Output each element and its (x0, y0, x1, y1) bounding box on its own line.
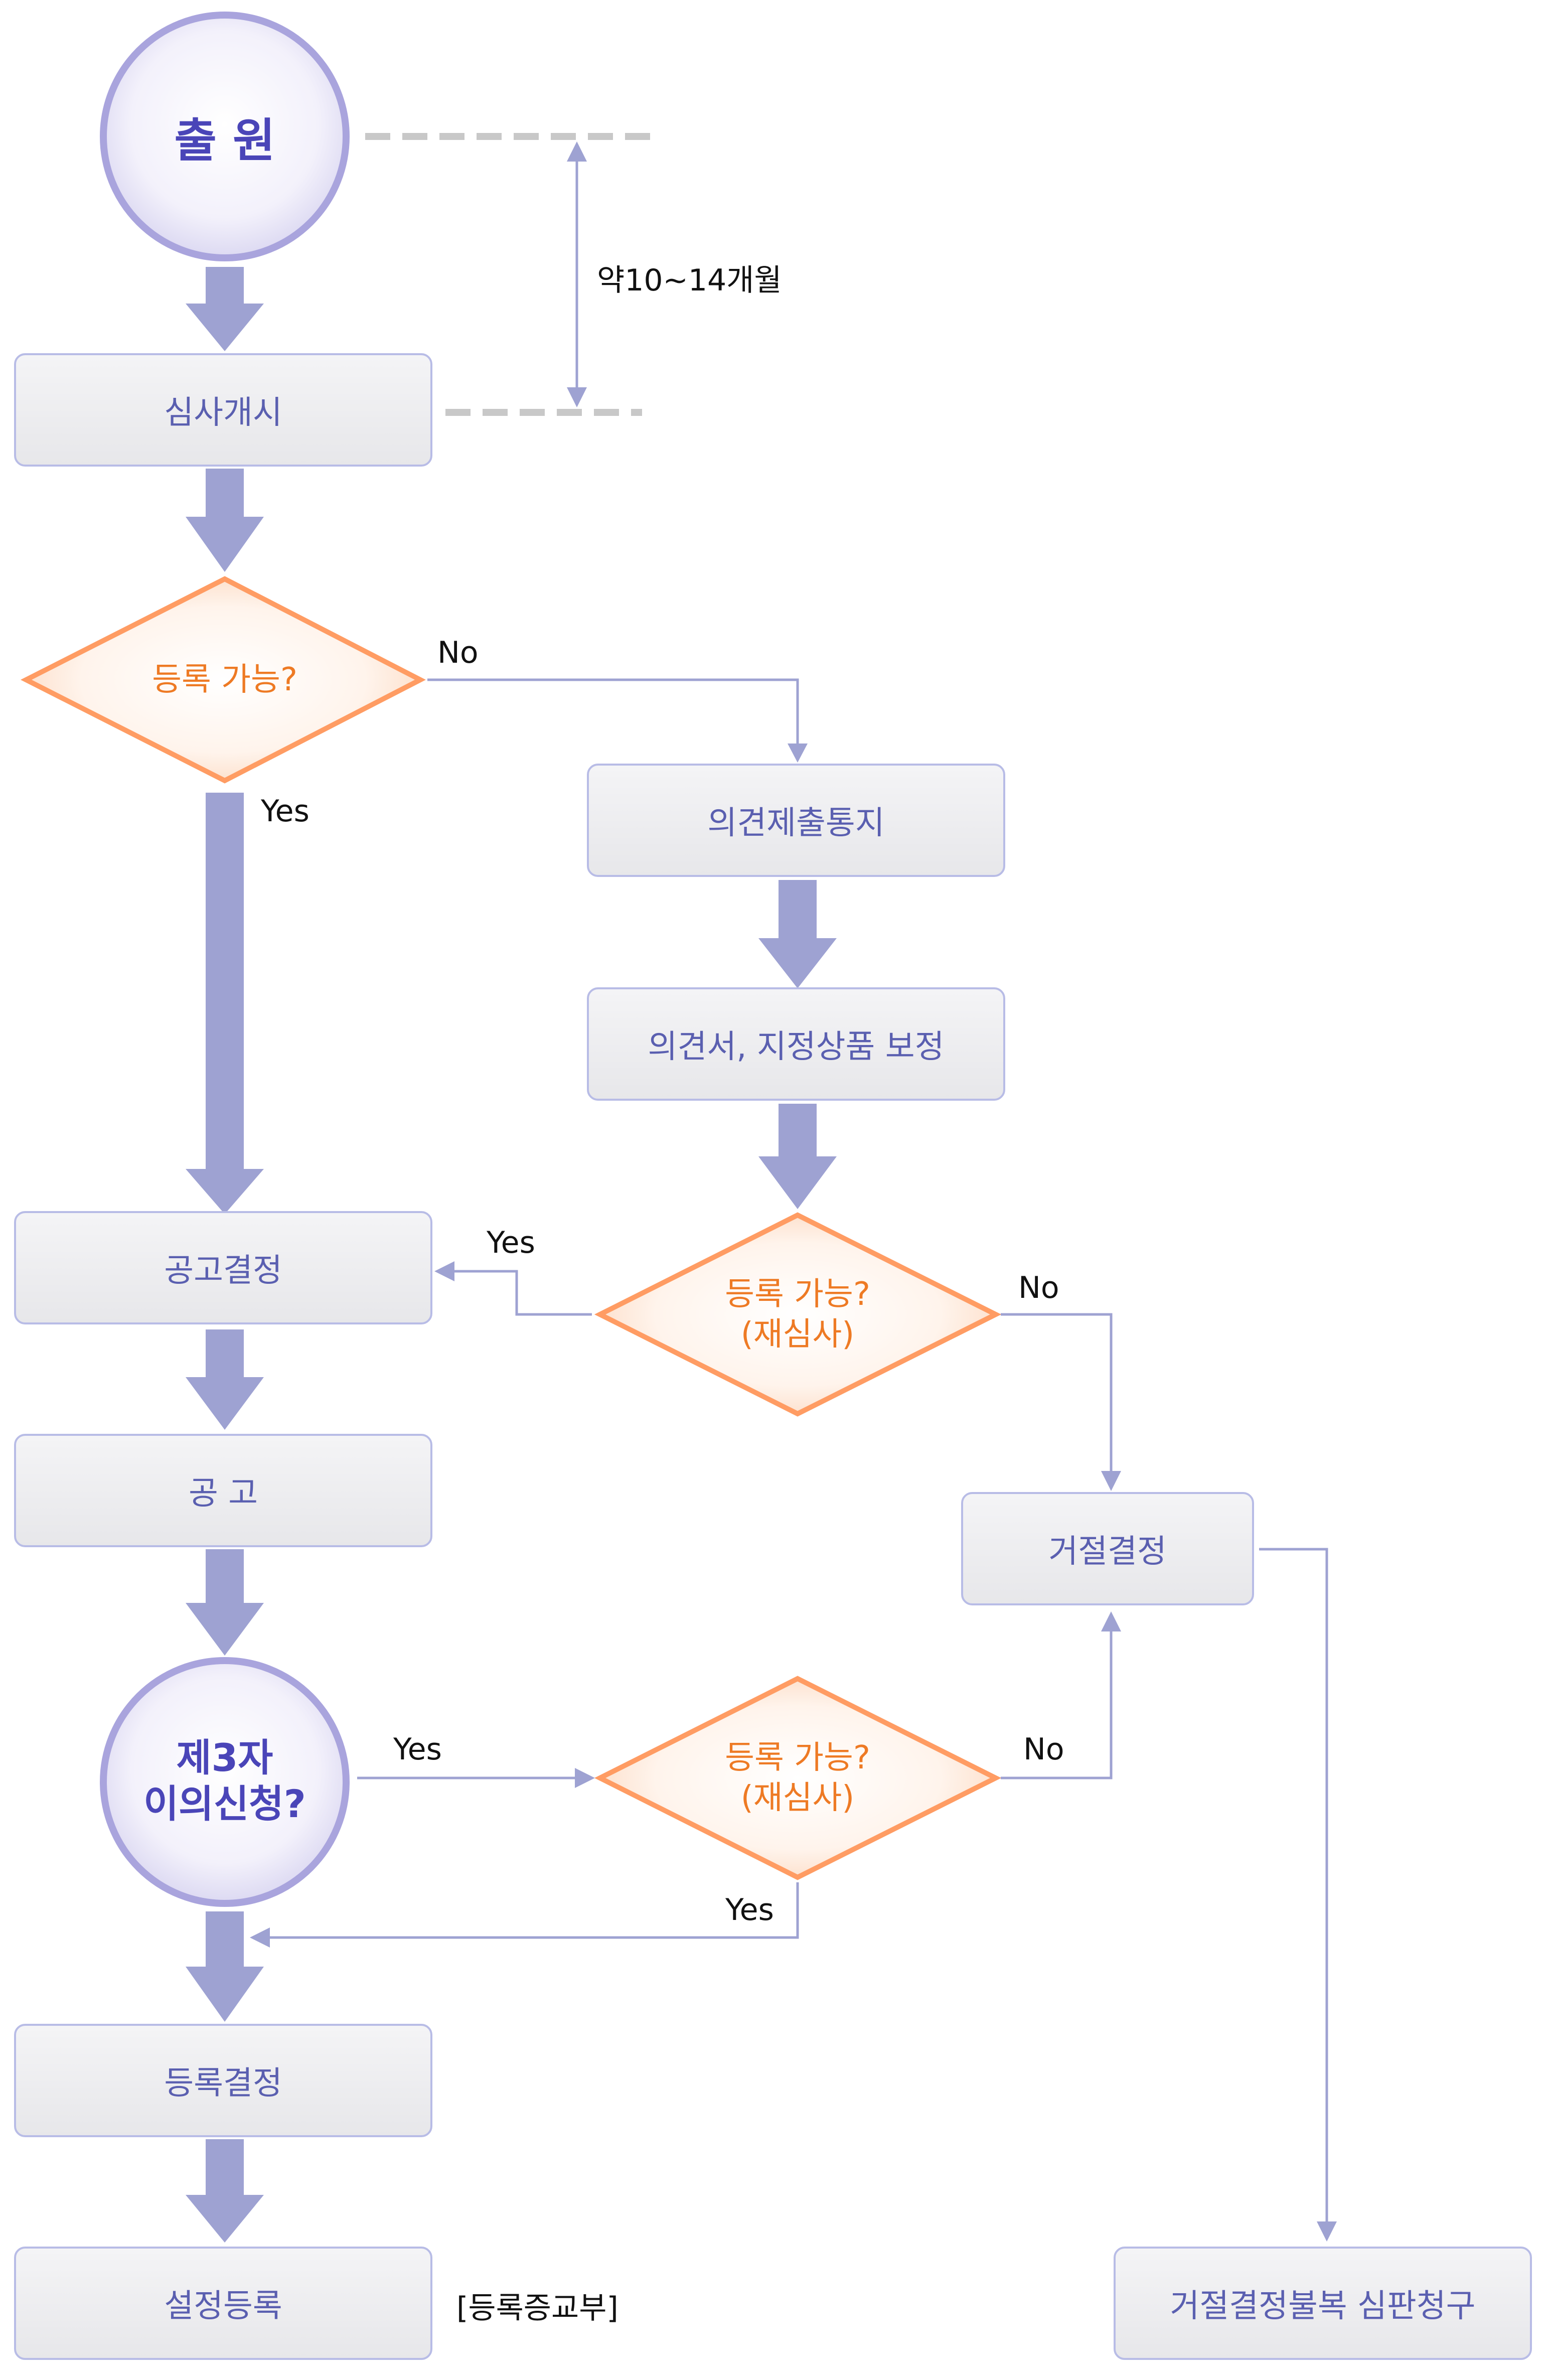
refusal-box: 거절결정 (961, 1492, 1254, 1605)
d2-yes-label: Yes (487, 1225, 535, 1260)
opinion-notice-box: 의견제출통지 (587, 764, 1005, 877)
publication-label: 공 고 (189, 1467, 258, 1514)
registration-box: 설정등록 (14, 2247, 432, 2360)
exam-start-box: 심사개시 (14, 353, 432, 467)
duration-label: 약10~14개월 (597, 256, 782, 300)
refusal-label: 거절결정 (1048, 1526, 1167, 1572)
start-label: 출 원 (124, 106, 325, 167)
publication-decision-box: 공고결정 (14, 1211, 432, 1324)
d3-yes-label: Yes (725, 1892, 774, 1927)
amendment-box: 의견서, 지정상품 보정 (587, 987, 1005, 1101)
opp-yes-label: Yes (393, 1732, 442, 1767)
appeal-label: 거절결정불복 심판청구 (1170, 2280, 1475, 2326)
certificate-label: [등록증교부] (456, 2284, 618, 2327)
registration-decision-label: 등록결정 (164, 2057, 282, 2104)
d2-no-label: No (1018, 1270, 1059, 1305)
decision1-label: 등록 가능? (74, 650, 375, 710)
decision2-label: 등록 가능? (재심사) (647, 1269, 948, 1360)
publication-decision-label: 공고결정 (164, 1245, 282, 1291)
amendment-label: 의견서, 지정상품 보정 (648, 1021, 945, 1067)
registration-label: 설정등록 (164, 2280, 282, 2326)
appeal-box: 거절결정불복 심판청구 (1114, 2247, 1532, 2360)
exam-start-label: 심사개시 (164, 387, 282, 433)
opposition-label: 제3자 이의신청? (124, 1726, 325, 1836)
d1-yes-label: Yes (261, 794, 309, 829)
opinion-notice-label: 의견제출통지 (707, 797, 884, 843)
d3-no-label: No (1023, 1732, 1064, 1767)
registration-decision-box: 등록결정 (14, 2024, 432, 2137)
publication-box: 공 고 (14, 1434, 432, 1547)
d1-no-label: No (437, 635, 479, 670)
decision3-label: 등록 가능? (재심사) (647, 1733, 948, 1823)
